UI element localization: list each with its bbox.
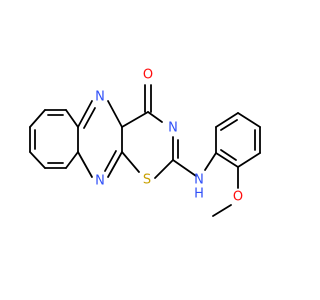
bond (121, 151, 140, 173)
molecule-structure: O N N N S N H O (29, 68, 261, 217)
bond (215, 112, 239, 128)
atom-o-methoxy: O (233, 190, 243, 205)
bond (237, 112, 261, 128)
bond (204, 152, 217, 171)
bond-double-inner (220, 119, 238, 131)
atom-n-ring-top: N (95, 90, 105, 105)
atom-s-thiazine: S (143, 173, 151, 188)
bond (65, 151, 79, 169)
atom-n-thiazine: N (168, 121, 178, 136)
bond-double-inner (83, 107, 96, 129)
bonds (29, 84, 261, 217)
bond (107, 100, 123, 128)
atom-n-ring-bottom: N (95, 174, 105, 189)
bond (29, 109, 46, 128)
bond-double-inner (104, 150, 117, 172)
bond (77, 151, 93, 178)
bond (172, 159, 197, 177)
bond (147, 111, 163, 123)
bond-methyl (212, 204, 232, 217)
bond (107, 151, 123, 178)
bond (237, 152, 261, 168)
bond (121, 111, 149, 128)
bond (154, 159, 174, 179)
atom-labels: O N N N S N H O (95, 68, 243, 205)
bond (29, 151, 46, 169)
bond-double-inner (220, 149, 237, 161)
atom-o-carbonyl: O (143, 68, 153, 83)
bond (77, 100, 93, 128)
bond (215, 152, 239, 168)
atom-n-amine: N (194, 173, 204, 188)
atom-h-amine: H (194, 187, 204, 202)
bond (65, 109, 79, 128)
